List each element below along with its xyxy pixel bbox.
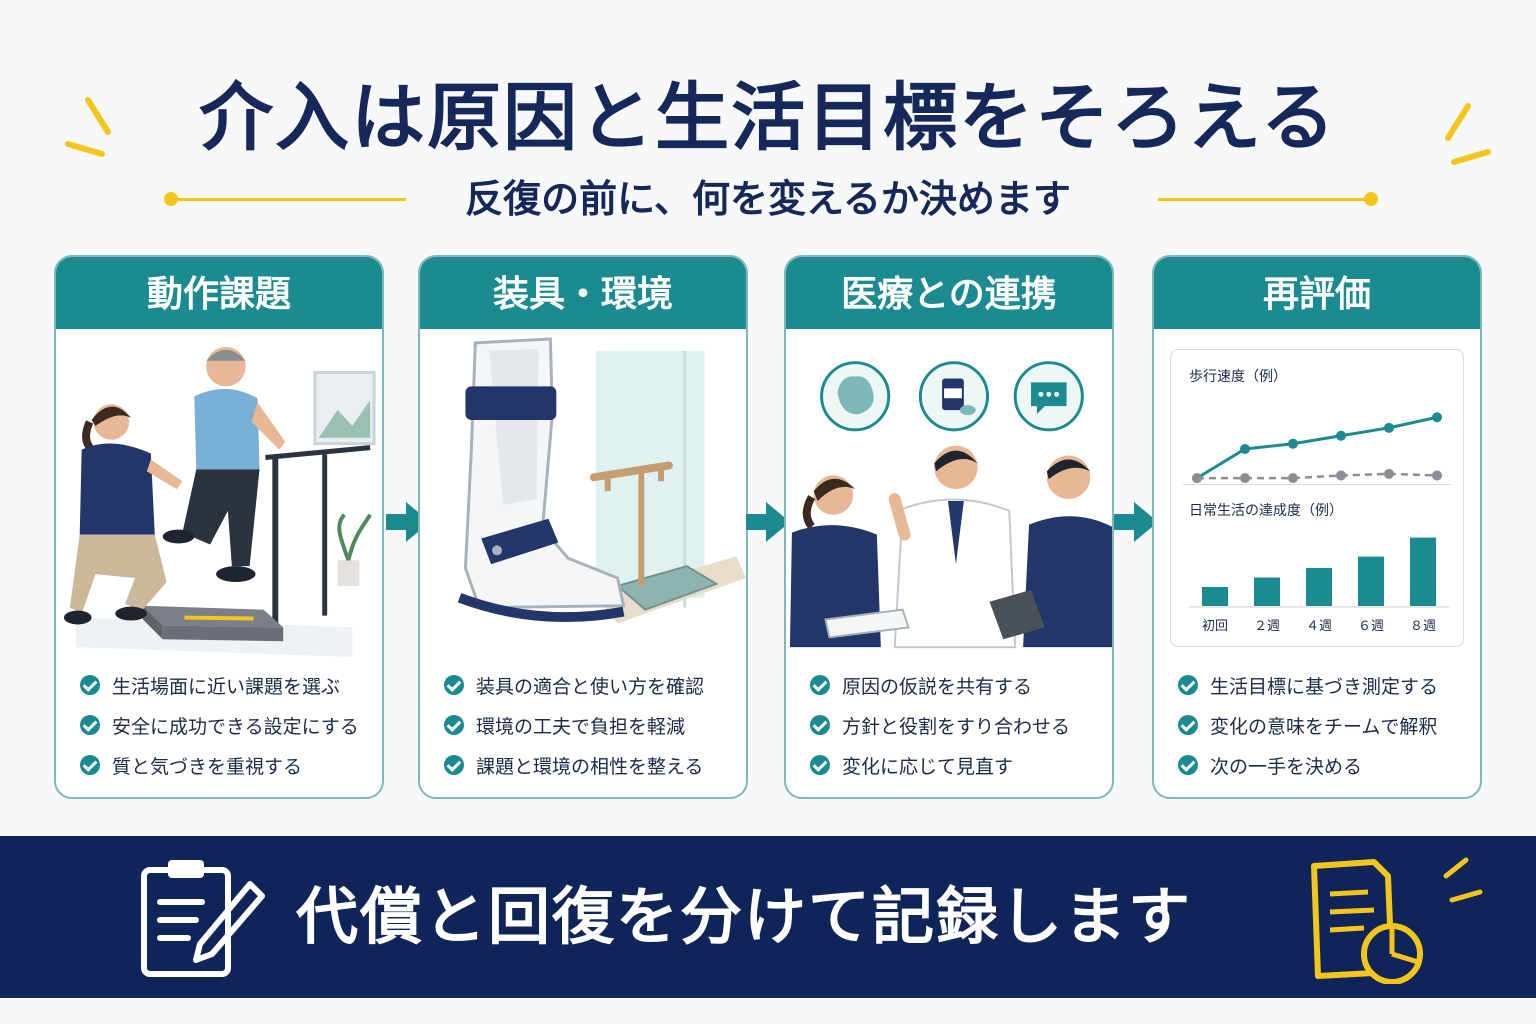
data-point xyxy=(1240,444,1250,454)
panel-heading: 装具・環境 xyxy=(420,257,746,329)
subtitle-dot-right xyxy=(1364,192,1378,206)
list-item: 環境の工夫で負担を軽減 xyxy=(444,705,736,745)
panel-heading: 再評価 xyxy=(1154,257,1480,329)
list-item: 安全に成功できる設定にする xyxy=(80,705,372,745)
bar xyxy=(1410,537,1436,606)
check-icon xyxy=(1178,675,1198,695)
ankle-orthosis-illustration xyxy=(457,337,746,624)
check-icon xyxy=(810,715,830,735)
check-icon xyxy=(80,715,100,735)
data-point xyxy=(1288,473,1298,484)
check-icon xyxy=(1178,755,1198,775)
therapist-stepping-illustration xyxy=(63,346,376,658)
data-point xyxy=(1384,468,1394,479)
subtitle-line-right xyxy=(1158,198,1370,201)
bar xyxy=(1202,587,1228,606)
list-item: 原因の仮説を共有する xyxy=(810,665,1102,705)
tick-label: ６週 xyxy=(1358,619,1384,634)
panel-reassessment: 再評価 歩行速度（例） 日常生活の達成度（例） 初回 ２週 ４週 ６週 ８週 生活目標に… xyxy=(1152,255,1482,799)
list-item: 課題と環境の相性を整える xyxy=(444,745,736,785)
check-icon xyxy=(810,675,830,695)
subtitle-row: 反復の前に、何を変えるか決めます xyxy=(0,170,1536,230)
panel-bullets: 原因の仮説を共有する 方針と役割をすり合わせる 変化に応じて見直す xyxy=(810,665,1102,785)
bar-chart-title: 日常生活の達成度（例） xyxy=(1189,503,1343,519)
bottom-banner: 代償と回復を分けて記録します xyxy=(0,836,1536,998)
data-point xyxy=(1336,470,1346,481)
bar xyxy=(1358,556,1384,606)
list-item: 変化に応じて見直す xyxy=(810,745,1102,785)
tick-label: ２週 xyxy=(1254,619,1280,634)
panel-bullets: 生活場面に近い課題を選ぶ 安全に成功できる設定にする 質と気づきを重視する xyxy=(80,665,372,785)
data-point xyxy=(1432,470,1442,481)
page-title: 介入は原因と生活目標をそろえる xyxy=(199,75,1337,161)
panel-bullets: 生活目標に基づき測定する 変化の意味をチームで解釈 次の一手を決める xyxy=(1178,665,1470,785)
banner-message: 代償と回復を分けて記録します xyxy=(296,880,1193,953)
data-point xyxy=(1192,473,1202,484)
subtitle-line-left xyxy=(176,198,406,201)
panel-heading: 医療との連携 xyxy=(786,257,1112,329)
data-point xyxy=(1384,422,1394,433)
list-item: 方針と役割をすり合わせる xyxy=(810,705,1102,745)
line-chart-title: 歩行速度（例） xyxy=(1189,369,1287,385)
check-icon xyxy=(80,755,100,775)
subtitle-dot-left xyxy=(164,192,178,206)
tick-label: ４週 xyxy=(1306,619,1332,634)
sparkle-left-icon xyxy=(65,97,111,157)
bar xyxy=(1306,568,1332,606)
reassessment-charts: 歩行速度（例） 日常生活の達成度（例） 初回 ２週 ４週 ６週 ８週 xyxy=(1170,349,1464,647)
report-chart-icon xyxy=(1311,857,1483,984)
page-subtitle: 反復の前に、何を変えるか決めます xyxy=(465,177,1071,221)
walking-speed-line-chart xyxy=(1192,412,1442,484)
list-item: 生活目標に基づき測定する xyxy=(1178,665,1470,705)
check-icon xyxy=(810,755,830,775)
list-item: 質と気づきを重視する xyxy=(80,745,372,785)
data-point xyxy=(1240,473,1250,484)
chart-divider xyxy=(1183,484,1451,485)
panel-medical-collaboration: 医療との連携 原因の仮説を共有する 方針と役割をすり合わせる 変化に応じて見直す xyxy=(784,255,1114,799)
list-item: 次の一手を決める xyxy=(1178,745,1470,785)
check-icon xyxy=(1178,715,1198,735)
data-point xyxy=(1288,438,1298,449)
bar xyxy=(1254,577,1280,606)
sparkle-right-icon xyxy=(1445,103,1491,165)
list-item: 装具の適合と使い方を確認 xyxy=(444,665,736,705)
series-line-1 xyxy=(1197,472,1438,480)
check-icon xyxy=(80,675,100,695)
arrow-right-icon xyxy=(746,502,790,542)
data-point xyxy=(1432,412,1442,423)
daily-living-bar-chart: 初回 ２週 ４週 ６週 ８週 xyxy=(1189,537,1449,634)
data-point xyxy=(1336,430,1346,441)
team-meeting-illustration xyxy=(789,361,1112,649)
clipboard-pen-icon xyxy=(141,860,265,977)
list-item: 生活場面に近い課題を選ぶ xyxy=(80,665,372,705)
panel-movement-task: 動作課題 生活場面に近い課題を選ぶ 安全に成功できる設定にする 質と気づきを重視… xyxy=(54,255,384,799)
list-item: 変化の意味をチームで解釈 xyxy=(1178,705,1470,745)
check-icon xyxy=(444,675,464,695)
arrow-right-icon xyxy=(1114,502,1158,542)
tick-label: ８週 xyxy=(1410,619,1436,634)
panel-heading: 動作課題 xyxy=(56,257,382,329)
check-icon xyxy=(444,715,464,735)
check-icon xyxy=(444,755,464,775)
tick-label: 初回 xyxy=(1202,619,1228,634)
panel-orthosis-environment: 装具・環境 装具の適合と使い方を確認 環境の工夫で負担を軽減 課題と環境の相性を… xyxy=(418,255,748,799)
panel-bullets: 装具の適合と使い方を確認 環境の工夫で負担を軽減 課題と環境の相性を整える xyxy=(444,665,736,785)
series-line-0 xyxy=(1196,415,1438,480)
